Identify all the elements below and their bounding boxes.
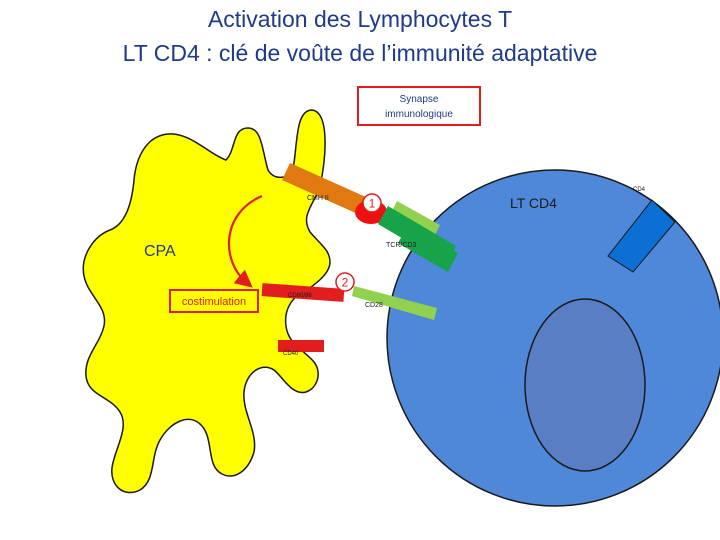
synapse-label-line1: Synapse <box>400 94 439 105</box>
step-1-label: 1 <box>369 197 376 211</box>
step-2-badge <box>335 272 355 292</box>
cd80-86-label: CD80/86 <box>288 293 312 299</box>
costimulation-label: costimulation <box>182 296 246 308</box>
lt-cd4-label: LT CD4 <box>510 195 557 211</box>
cd80-86-molecule <box>261 283 345 302</box>
tcr-label: TCR/CD3 <box>386 242 416 249</box>
cd28-label: CD28 <box>365 302 383 309</box>
tcr-cd3-lower <box>398 225 458 272</box>
costimulation-box <box>169 289 259 313</box>
cmh2-molecule <box>282 163 368 215</box>
step-2-label: 2 <box>342 276 349 290</box>
cd40-molecule <box>278 340 324 352</box>
cd4-label: CD4 <box>633 187 646 193</box>
cmh2-label: CMH II <box>307 195 329 202</box>
signal-arrow <box>227 194 263 288</box>
title-line-2: LT CD4 : clé de voûte de l’immunité adap… <box>122 40 598 66</box>
cd4-molecule <box>607 199 676 273</box>
synapse-label-line2: immunologique <box>385 109 453 120</box>
step-1-badge <box>362 193 382 213</box>
synapse-label-box <box>357 86 481 126</box>
cpa-label: CPA <box>144 243 176 260</box>
cd28-molecule <box>352 286 437 320</box>
title-line-1: Activation des Lymphocytes T <box>207 6 513 32</box>
lt-nucleus <box>524 298 646 472</box>
cd40-label: CD40 <box>283 351 299 357</box>
